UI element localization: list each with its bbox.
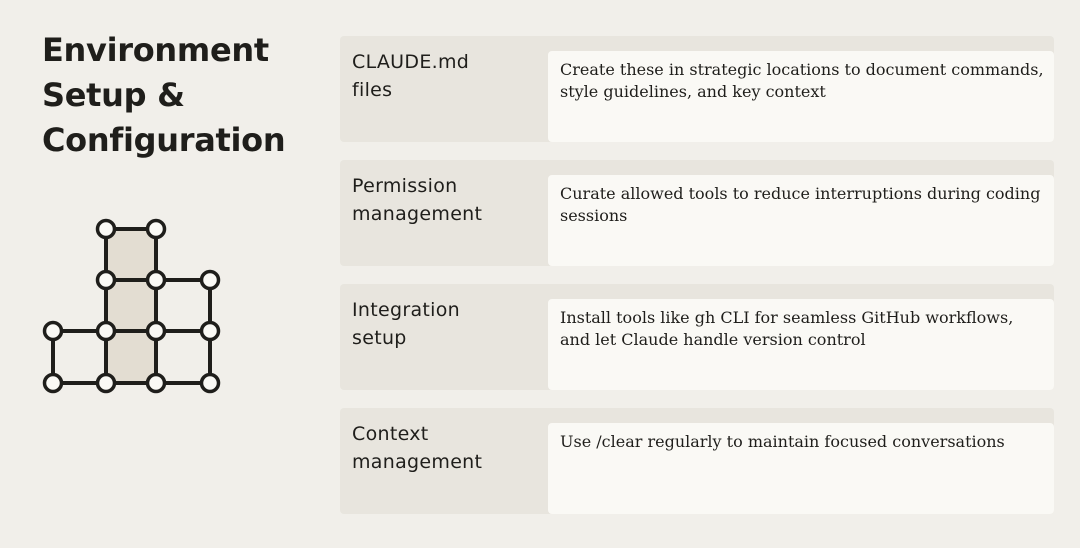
practice-card-label-line: management [352, 451, 483, 473]
practice-card-label-line: management [352, 203, 483, 225]
practice-card-label-line: CLAUDE.md [352, 51, 470, 73]
page-title-line: Setup & [42, 76, 185, 114]
node-grid-lines [51, 227, 212, 385]
practice-card-label-line: Permission [352, 175, 458, 197]
practice-card-label: Permission management [352, 172, 542, 228]
practice-card-description: Use /clear regularly to maintain focused… [548, 423, 1054, 514]
practice-card-permission: Permission management Curate allowed too… [340, 160, 1054, 266]
practice-card-context: Context management Use /clear regularly … [340, 408, 1054, 514]
practice-card-description: Install tools like gh CLI for seamless G… [548, 299, 1054, 390]
practice-card-label: Integration setup [352, 296, 542, 352]
practice-card-integration: Integration setup Install tools like gh … [340, 284, 1054, 390]
node-grid-fill [106, 229, 156, 383]
node-grid-nodes [42, 218, 221, 394]
practice-card-description: Curate allowed tools to reduce interrupt… [548, 175, 1054, 266]
practice-list: CLAUDE.md files Create these in strategi… [340, 36, 1054, 532]
practice-card-label-line: Integration [352, 299, 460, 321]
page-title-line: Configuration [42, 121, 286, 159]
node-grid-icon [42, 218, 221, 394]
practice-card-label-line: files [352, 79, 393, 101]
practice-card-label-line: setup [352, 327, 407, 349]
practice-card-description: Create these in strategic locations to d… [548, 51, 1054, 142]
practice-card-label-line: Context [352, 423, 429, 445]
practice-card-claude-md: CLAUDE.md files Create these in strategi… [340, 36, 1054, 142]
page-title: Environment Setup & Configuration [42, 28, 312, 163]
practice-card-label: CLAUDE.md files [352, 48, 542, 104]
page-title-line: Environment [42, 31, 269, 69]
practice-card-label: Context management [352, 420, 542, 476]
